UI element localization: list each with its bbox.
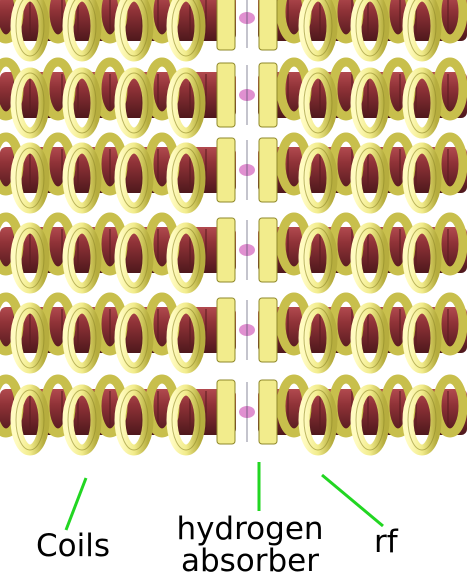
rf-label: rf: [374, 527, 398, 558]
channel-row: [0, 62, 467, 133]
center-coil-icon: [217, 218, 235, 282]
channel-row: [0, 379, 467, 450]
center-coil-icon: [259, 63, 277, 127]
center-coil-icon: [217, 0, 235, 50]
center-coil-icon: [259, 138, 277, 202]
absorber-label-line1: hydrogen: [170, 513, 330, 545]
channel-row: [0, 0, 467, 56]
absorber-label-line2: absorber: [170, 545, 330, 577]
coils-label: Coils: [36, 531, 110, 562]
center-coil-icon: [217, 380, 235, 444]
center-coil-icon: [217, 298, 235, 362]
rf-pointer-line: [322, 475, 383, 526]
channel-row: [0, 297, 467, 368]
coils-pointer-line: [66, 478, 86, 530]
center-coil-icon: [217, 138, 235, 202]
center-coil-icon: [259, 218, 277, 282]
channel-render: [0, 0, 467, 450]
center-coil-icon: [217, 63, 235, 127]
center-coil-icon: [259, 0, 277, 50]
channel-row: [0, 137, 467, 208]
hydrogen-absorber-label: hydrogen absorber: [170, 513, 330, 577]
channel-row: [0, 217, 467, 288]
center-coil-icon: [259, 380, 277, 444]
center-coil-icon: [259, 298, 277, 362]
